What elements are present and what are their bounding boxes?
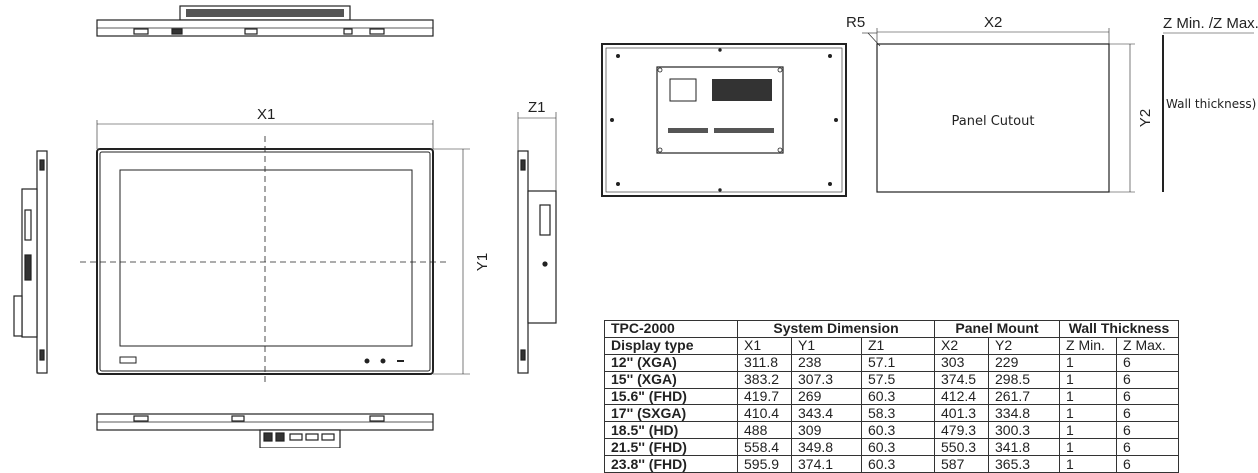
table-cell: 238	[791, 353, 862, 372]
table-cell: 1	[1059, 438, 1117, 457]
table-cell: 6	[1116, 438, 1179, 457]
label-y1: Y1	[474, 253, 491, 271]
table-cell: 6	[1116, 370, 1179, 389]
table-cell: 595.9	[737, 455, 792, 473]
panel-cutout	[862, 28, 1135, 193]
right-side-view	[517, 112, 557, 374]
table-cell: 300.3	[988, 421, 1060, 440]
subheader-x1: X1	[737, 336, 792, 355]
table-cell: 6	[1116, 455, 1179, 473]
bottom-view	[96, 413, 434, 448]
table-cell: 1	[1059, 404, 1117, 423]
table-cell: 1	[1059, 421, 1117, 440]
subheader-x2: X2	[934, 336, 989, 355]
dimension-table: TPC-2000 System Dimension Panel Mount Wa…	[604, 320, 1179, 473]
table-cell: 383.2	[737, 370, 792, 389]
table-cell: 410.4	[737, 404, 792, 423]
table-cell: 261.7	[988, 387, 1060, 406]
table-cell: 374.5	[934, 370, 989, 389]
table-cell: 412.4	[934, 387, 989, 406]
table-cell: 365.3	[988, 455, 1060, 473]
label-y2: Y2	[1137, 109, 1154, 127]
table-cell: 60.3	[861, 387, 935, 406]
table-cell: 343.4	[791, 404, 862, 423]
header-panel-mount: Panel Mount	[934, 320, 1060, 338]
table-cell: 1	[1059, 455, 1117, 473]
label-r5: R5	[846, 14, 865, 31]
table-cell: 341.8	[988, 438, 1060, 457]
table-header-row: TPC-2000 System Dimension Panel Mount Wa…	[604, 320, 1179, 338]
table-cell: 6	[1116, 387, 1179, 406]
table-cell: 57.1	[861, 353, 935, 372]
label-x2: X2	[984, 14, 1002, 31]
table-cell: 1	[1059, 387, 1117, 406]
table-cell: 334.8	[988, 404, 1060, 423]
subheader-z-min: Z Min.	[1059, 336, 1117, 355]
table-cell-display-type: 12'' (XGA)	[604, 353, 738, 372]
table-cell-display-type: 21.5'' (FHD)	[604, 438, 738, 457]
table-cell: 269	[791, 387, 862, 406]
label-z1: Z1	[528, 99, 546, 116]
table-cell-display-type: 18.5" (HD)	[604, 421, 738, 440]
table-cell: 550.3	[934, 438, 989, 457]
table-cell: 401.3	[934, 404, 989, 423]
table-cell: 309	[791, 421, 862, 440]
table-cell: 311.8	[737, 353, 792, 372]
table-cell: 58.3	[861, 404, 935, 423]
table-cell: 57.5	[861, 370, 935, 389]
table-cell: 6	[1116, 353, 1179, 372]
wall-thickness-indicator	[1162, 32, 1254, 192]
table-cell: 1	[1059, 353, 1117, 372]
rear-view	[601, 43, 847, 197]
label-x1: X1	[257, 106, 275, 123]
top-view	[96, 5, 434, 37]
table-cell: 6	[1116, 404, 1179, 423]
table-cell: 558.4	[737, 438, 792, 457]
table-cell: 6	[1116, 421, 1179, 440]
subheader-y2: Y2	[988, 336, 1060, 355]
table-cell: 419.7	[737, 387, 792, 406]
table-cell-display-type: 23.8'' (FHD)	[604, 455, 738, 473]
subheader-y1: Y1	[791, 336, 862, 355]
table-cell: 488	[737, 421, 792, 440]
table-cell: 298.5	[988, 370, 1060, 389]
table-cell: 307.3	[791, 370, 862, 389]
table-subheader-row: Display type X1 Y1 Z1 X2 Y2 Z Min. Z Max…	[604, 336, 1179, 355]
table-cell: 349.8	[791, 438, 862, 457]
header-system-dimension: System Dimension	[737, 320, 935, 338]
left-side-view	[13, 150, 48, 374]
table-cell: 60.3	[861, 438, 935, 457]
table-cell: 1	[1059, 370, 1117, 389]
table-cell-display-type: 17'' (SXGA)	[604, 404, 738, 423]
table-cell: 60.3	[861, 421, 935, 440]
table-cell-display-type: 15.6" (FHD)	[604, 387, 738, 406]
technical-drawing: X1 Y1 Z1 X2 Y2 R5 Z Min. /Z Max. Wall th…	[13, 5, 1258, 448]
subheader-z-max: Z Max.	[1116, 336, 1179, 355]
table-cell: 60.3	[861, 455, 935, 473]
table-cell: 303	[934, 353, 989, 372]
label-z-min-max: Z Min. /Z Max.	[1163, 15, 1258, 32]
table-cell-display-type: 15'' (XGA)	[604, 370, 738, 389]
table-cell: 587	[934, 455, 989, 473]
header-wall-thickness: Wall Thickness	[1059, 320, 1179, 338]
table-cell: 374.1	[791, 455, 862, 473]
subheader-display-type: Display type	[604, 336, 738, 355]
label-wall-thickness: Wall thickness)	[1166, 97, 1256, 111]
subheader-z1: Z1	[861, 336, 935, 355]
table-cell: 479.3	[934, 421, 989, 440]
header-model: TPC-2000	[604, 320, 738, 338]
label-panel-cutout: Panel Cutout	[952, 114, 1035, 129]
front-view	[80, 120, 470, 386]
table-cell: 229	[988, 353, 1060, 372]
